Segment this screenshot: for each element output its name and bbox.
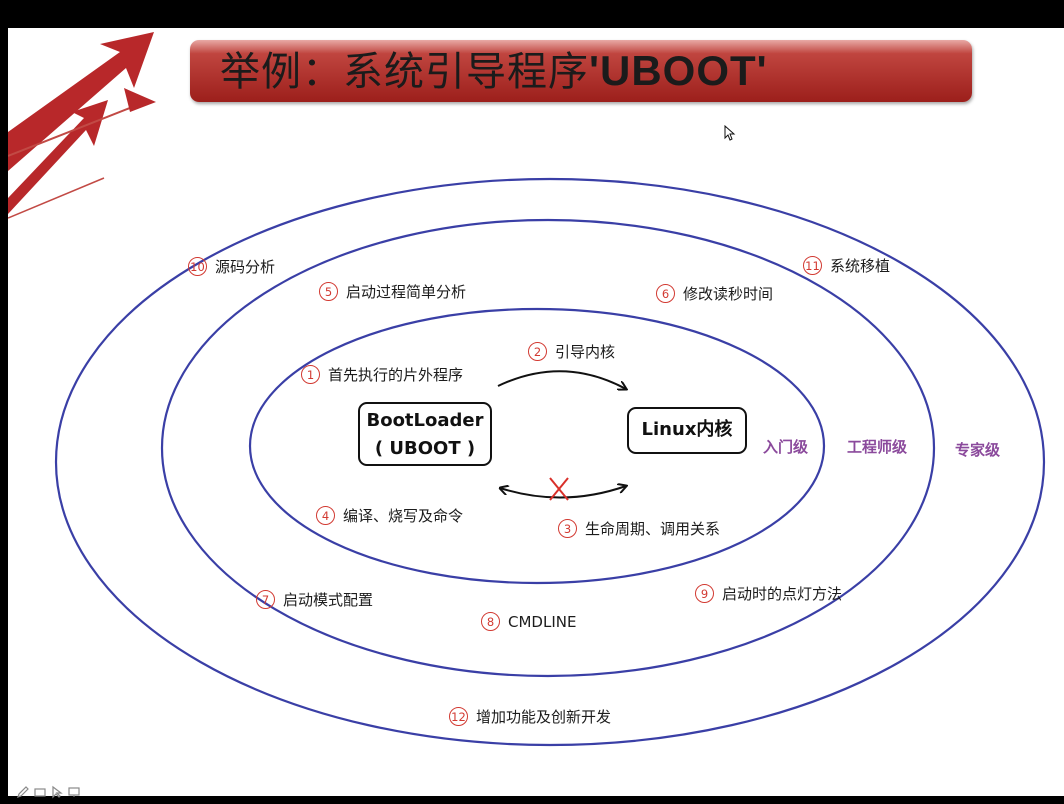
slide-title: 举例：系统引导程序'UBOOT' bbox=[220, 44, 768, 99]
item-label: 增加功能及创新开发 bbox=[476, 708, 612, 726]
entry-ellipse bbox=[248, 307, 826, 585]
linux-kernel-label: Linux内核 bbox=[641, 419, 733, 440]
number-badge: 9 bbox=[695, 584, 714, 603]
item-label: 修改读秒时间 bbox=[683, 285, 774, 303]
item-label: 系统移植 bbox=[830, 257, 891, 275]
title-banner: 举例：系统引导程序'UBOOT' bbox=[190, 40, 972, 102]
bootloader-box: BootLoader ( UBOOT ) bbox=[358, 402, 492, 466]
bootloader-label: BootLoader bbox=[366, 410, 484, 431]
slide-title-en: 'UBOOT' bbox=[589, 47, 768, 94]
uboot-label: ( UBOOT ) bbox=[374, 438, 476, 459]
number-badge: 12 bbox=[449, 707, 468, 726]
level-engineer: 工程师级 bbox=[847, 438, 908, 456]
cross-mark-icon bbox=[549, 477, 569, 501]
item-7: 7 启动模式配置 bbox=[256, 589, 373, 610]
slide: 举例：系统引导程序'UBOOT' BootLoader ( UBOOT ) Li… bbox=[8, 28, 1064, 796]
engineer-ellipse bbox=[160, 218, 936, 678]
number-badge: 10 bbox=[188, 257, 207, 276]
number-badge: 3 bbox=[558, 519, 577, 538]
item-label: 引导内核 bbox=[555, 343, 616, 361]
number-badge: 8 bbox=[481, 612, 500, 631]
item-2: 2 引导内核 bbox=[528, 341, 615, 362]
number-badge: 6 bbox=[656, 284, 675, 303]
cursor-icon bbox=[724, 125, 736, 141]
item-6: 6 修改读秒时间 bbox=[656, 283, 773, 304]
number-badge: 7 bbox=[256, 590, 275, 609]
number-badge: 5 bbox=[319, 282, 338, 301]
expert-ellipse bbox=[54, 177, 1046, 747]
eraser-tool-icon[interactable] bbox=[33, 785, 47, 799]
item-label: 启动时的点灯方法 bbox=[722, 585, 843, 603]
number-badge: 1 bbox=[301, 365, 320, 384]
item-10: 10 源码分析 bbox=[188, 256, 275, 277]
item-1: 1 首先执行的片外程序 bbox=[301, 364, 463, 385]
item-11: 11 系统移植 bbox=[803, 255, 890, 276]
linux-kernel-box: Linux内核 bbox=[627, 407, 747, 454]
lifecycle-double-arrow bbox=[500, 486, 626, 499]
item-4: 4 编译、烧写及命令 bbox=[316, 505, 463, 526]
item-5: 5 启动过程简单分析 bbox=[319, 281, 466, 302]
number-badge: 4 bbox=[316, 506, 335, 525]
item-label: 首先执行的片外程序 bbox=[328, 366, 464, 384]
item-3: 3 生命周期、调用关系 bbox=[558, 518, 720, 539]
item-12: 12 增加功能及创新开发 bbox=[449, 706, 611, 727]
pen-tool-icon[interactable] bbox=[16, 785, 30, 799]
slide-title-cn: 举例：系统引导程序 bbox=[220, 49, 589, 95]
level-diagram bbox=[54, 177, 1046, 747]
number-badge: 11 bbox=[803, 256, 822, 275]
arrow-logo-icon bbox=[8, 32, 156, 219]
item-label: 启动过程简单分析 bbox=[346, 283, 467, 301]
presentation-toolbar bbox=[16, 782, 81, 802]
level-entry: 入门级 bbox=[763, 438, 809, 456]
screen-tool-icon[interactable] bbox=[67, 785, 81, 799]
item-9: 9 启动时的点灯方法 bbox=[695, 583, 842, 604]
item-8: 8 CMDLINE bbox=[481, 612, 576, 631]
boot-kernel-arrow bbox=[497, 370, 626, 389]
number-badge: 2 bbox=[528, 342, 547, 361]
item-label: CMDLINE bbox=[508, 612, 577, 631]
level-expert: 专家级 bbox=[955, 441, 1001, 459]
item-label: 编译、烧写及命令 bbox=[343, 507, 464, 525]
pointer-tool-icon[interactable] bbox=[50, 785, 64, 799]
item-label: 启动模式配置 bbox=[283, 591, 374, 609]
item-label: 生命周期、调用关系 bbox=[585, 520, 721, 538]
item-label: 源码分析 bbox=[215, 258, 276, 276]
